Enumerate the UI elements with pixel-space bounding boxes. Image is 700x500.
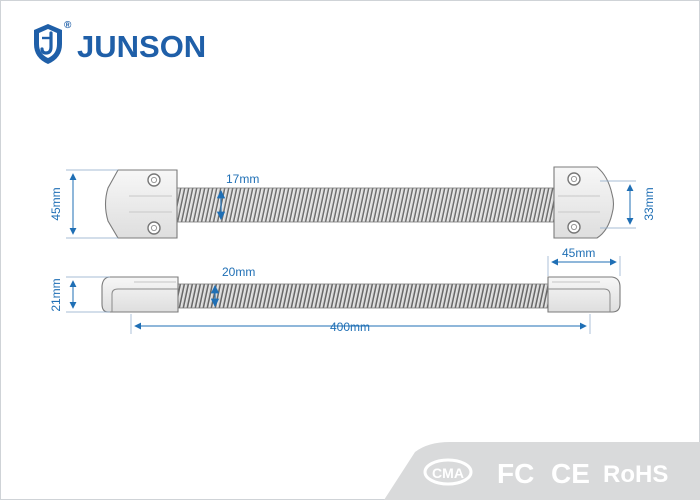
certification-footer: CMA FC CE RoHS — [384, 442, 700, 500]
junson-logo: ® JUNSON — [34, 20, 206, 64]
cert-fc: FC — [497, 458, 534, 489]
dim-top-right-height: 33mm — [600, 180, 656, 229]
brand-name: JUNSON — [77, 29, 206, 64]
cert-ce: CE — [551, 458, 590, 489]
dim-total-length: 400mm — [130, 314, 591, 334]
dim-label-20mm: 20mm — [222, 265, 255, 279]
side-tube — [175, 283, 553, 309]
dim-side-view-height: 21mm — [49, 276, 110, 313]
dim-label-17mm: 17mm — [226, 172, 259, 186]
side-left-cap — [101, 276, 179, 313]
dim-label-21mm: 21mm — [49, 278, 63, 311]
screw-hole-icon — [147, 221, 161, 235]
dim-side-tube-diameter: 20mm — [210, 265, 255, 308]
top-tube — [171, 187, 559, 223]
side-view: 21mm 20mm 45mm 400mm — [49, 246, 621, 334]
screw-hole-icon — [147, 173, 161, 187]
top-view: 45mm 17mm 33mm — [49, 166, 656, 239]
dim-top-tube-diameter: 17mm — [216, 172, 259, 221]
shield-logo-icon — [34, 24, 62, 64]
cma-mark-icon: CMA — [423, 458, 473, 486]
dim-top-view-height: 45mm — [49, 169, 118, 239]
screw-hole-icon — [567, 172, 581, 186]
top-left-bracket — [104, 169, 178, 239]
dim-label-33mm: 33mm — [642, 187, 656, 220]
cert-rohs: RoHS — [603, 461, 668, 488]
dim-label-45mm: 45mm — [49, 187, 63, 220]
screw-hole-icon — [567, 220, 581, 234]
dim-label-400mm: 400mm — [330, 320, 370, 334]
top-right-bracket — [553, 166, 615, 239]
dim-end-length: 45mm — [547, 246, 621, 276]
dim-label-end-45mm: 45mm — [562, 246, 595, 260]
registered-mark: ® — [64, 20, 72, 31]
side-right-cap — [547, 276, 621, 313]
cert-cma: CMA — [432, 465, 464, 481]
footer-band — [384, 442, 700, 500]
